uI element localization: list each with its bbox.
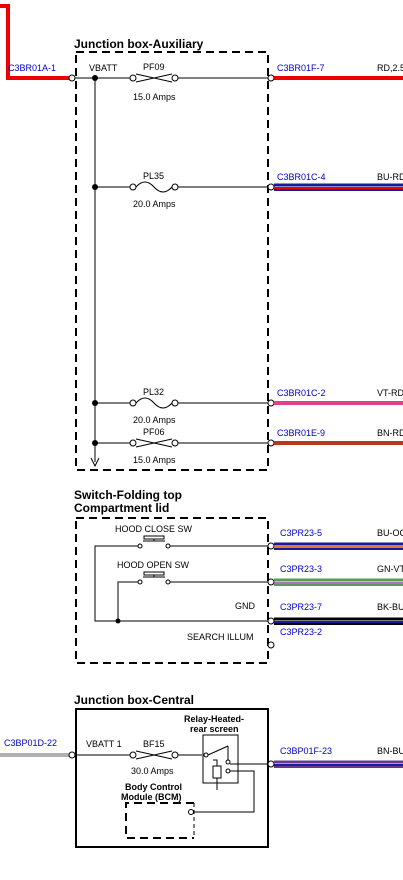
connector-label-c3br01c-2: C3BR01C-2 [277, 388, 326, 398]
central-box-outline [75, 708, 269, 848]
hood-open-label: HOOD OPEN SW [117, 560, 190, 570]
search-illum-label: SEARCH ILLUM [187, 632, 254, 642]
central-left-pin[interactable] [68, 751, 76, 759]
pin-c3pr23-7[interactable] [267, 617, 275, 625]
pin-c3bp01f-23[interactable] [267, 760, 275, 768]
body-control-module: Body Control Module (BCM) [121, 782, 195, 839]
wire-label-rd: RD,2.5 [377, 63, 403, 73]
fuse-pf09-name: PF09 [143, 62, 165, 72]
aux-left-pin[interactable] [68, 74, 76, 82]
connector-label-c3pr23-3: C3PR23-3 [280, 564, 322, 574]
central-box-title: Junction box-Central [74, 693, 194, 707]
fuse-pl32: PL32 20.0 Amps [95, 387, 268, 425]
pin-c3br01f-7[interactable] [267, 74, 275, 82]
fuse-pl35-rating: 20.0 Amps [133, 199, 176, 209]
wire-label-bu-rd: BU-RD [377, 172, 403, 182]
bcm-label-line2: Module (BCM) [121, 792, 182, 802]
pin-c3pr23-2[interactable] [267, 641, 275, 649]
fuse-bf15-name: BF15 [143, 739, 165, 749]
fuse-bf15: BF15 30.0 Amps [75, 739, 202, 776]
connector-label-c3br01e-9: C3BR01E-9 [277, 428, 325, 438]
connector-label-c3pr23-2: C3PR23-2 [280, 627, 322, 637]
relay-heated-rear-screen: Relay-Heated- rear screen [184, 714, 268, 813]
relay-label-line2: rear screen [190, 724, 239, 734]
main-feed-wire-red [0, 4, 70, 80]
fuse-pf06: PF06 15.0 Amps [95, 427, 268, 465]
wire-label-bk-bu: BK-BU [377, 602, 403, 612]
relay-label-line1: Relay-Heated- [184, 714, 244, 724]
wire-label-bn-bu: BN-BU [377, 746, 403, 756]
switch-title-line2: Compartment lid [74, 501, 169, 515]
fuse-pf06-name: PF06 [143, 427, 165, 437]
aux-box-outline [75, 51, 269, 471]
gnd-label: GND [235, 601, 256, 611]
aux-box-title: Junction box-Auxiliary [74, 37, 204, 51]
fuse-pf09: PF09 15.0 Amps [95, 62, 268, 102]
switch-title-line1: Switch-Folding top [74, 488, 182, 502]
bcm-label-line1: Body Control [125, 782, 182, 792]
connector-label-c3br01c-4: C3BR01C-4 [277, 172, 326, 182]
pin-c3br01c-2[interactable] [267, 399, 275, 407]
aux-left-connector-label: C3BR01A-1 [8, 63, 56, 73]
aux-output-4: C3BR01E-9 BN-RD [267, 428, 403, 447]
fuse-pf06-rating: 15.0 Amps [133, 455, 176, 465]
fuse-pl35: PL35 20.0 Amps [95, 171, 268, 209]
hood-open-switch: HOOD OPEN SW [115, 560, 268, 624]
fuse-pl35-name: PL35 [143, 171, 164, 181]
switch-output-3: C3PR23-7 BK-BU [267, 602, 403, 625]
connector-label-c3br01f-7: C3BR01F-7 [277, 63, 325, 73]
pin-c3pr23-5[interactable] [267, 542, 275, 550]
central-output: C3BP01F-23 BN-BU [267, 746, 403, 768]
pin-c3br01e-9[interactable] [267, 439, 275, 447]
connector-label-c3pr23-7: C3PR23-7 [280, 602, 322, 612]
wire-label-gn-vt: GN-VT [377, 564, 403, 574]
switch-box-outline [75, 517, 269, 664]
wire-label-bn-rd: BN-RD [377, 428, 403, 438]
switch-output-1: C3PR23-5 BU-OG [267, 528, 403, 550]
central-left-connector-label: C3BP01D-22 [4, 738, 57, 748]
wire-label-bu-og: BU-OG [377, 528, 403, 538]
switch-output-2: C3PR23-3 GN-VT [267, 564, 403, 586]
switch-output-4: C3PR23-2 [267, 627, 322, 649]
aux-bus-arrow [90, 457, 100, 468]
aux-output-3: C3BR01C-2 VT-RD [267, 388, 403, 407]
hood-close-label: HOOD CLOSE SW [115, 524, 193, 534]
connector-label-c3bp01f-23: C3BP01F-23 [280, 746, 332, 756]
pin-c3pr23-3[interactable] [267, 578, 275, 586]
fuse-pl32-rating: 20.0 Amps [133, 415, 176, 425]
connector-label-c3pr23-5: C3PR23-5 [280, 528, 322, 538]
hood-close-switch: HOOD CLOSE SW [94, 524, 268, 622]
fuse-pf09-rating: 15.0 Amps [133, 92, 176, 102]
central-vbatt-label: VBATT 1 [86, 739, 122, 749]
fuse-bf15-rating: 30.0 Amps [131, 766, 174, 776]
pin-c3br01c-4[interactable] [267, 183, 275, 191]
aux-output-2: C3BR01C-4 BU-RD [267, 172, 403, 191]
aux-vbatt-label: VBATT [89, 63, 118, 73]
wire-label-vt-rd: VT-RD [377, 388, 403, 398]
aux-output-1: C3BR01F-7 RD,2.5 [267, 63, 403, 82]
fuse-pl32-name: PL32 [143, 387, 164, 397]
